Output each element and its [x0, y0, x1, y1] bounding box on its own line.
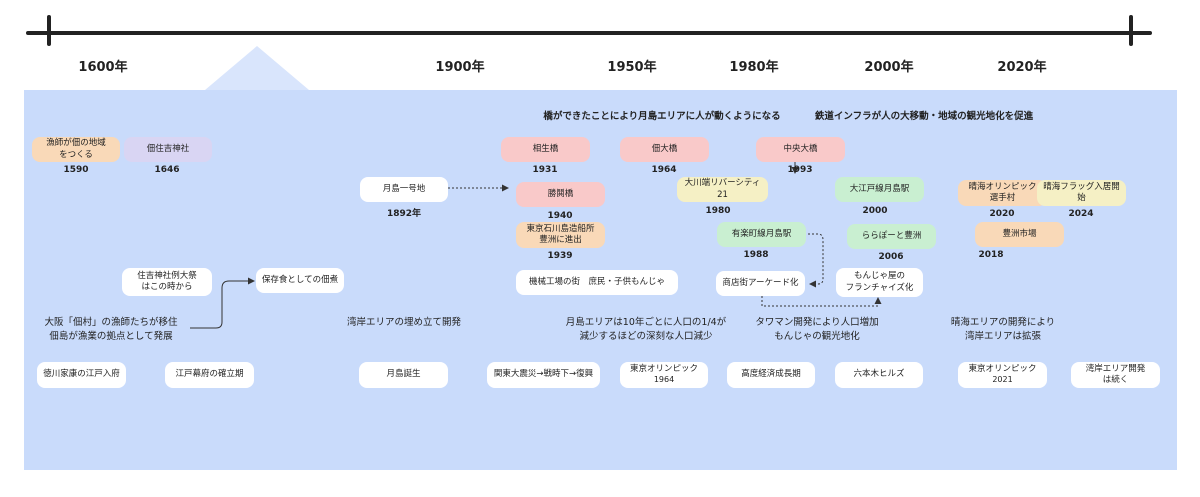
- era-tokyo-olympic-1964-year: 1964: [653, 375, 675, 385]
- event-yurakucho-line: 有楽町線月島駅: [717, 222, 806, 247]
- culture-factory-town: 機械工場の街 庶民・子供もんじゃ: [516, 270, 678, 295]
- culture-arcade: 商店街アーケード化: [716, 271, 805, 296]
- event-oedo-line: 大江戸線月島駅: [835, 177, 924, 202]
- event-kachidoki-bridge: 勝鬨橋: [516, 182, 605, 207]
- event-toyosu-market: 豊洲市場: [975, 222, 1064, 247]
- event-kachidoki-year: 1940: [547, 211, 573, 221]
- event-tsukuda-ohashi-year: 1964: [651, 165, 677, 175]
- event-chuo-ohashi-year: 1993: [787, 165, 813, 175]
- event-tsukuda-ohashi: 佃大橋: [620, 137, 709, 162]
- event-aioi-year: 1931: [532, 165, 558, 175]
- year-label-1950: 1950年: [607, 60, 657, 75]
- era-tokyo-olympic-2021-label: 東京オリンピック: [968, 363, 1037, 374]
- event-olympic-village: 晴海オリンピック 選手村: [958, 180, 1047, 206]
- event-ishikawa-year: 1939: [547, 251, 573, 261]
- year-label-1600: 1600年: [78, 60, 128, 75]
- note-landfill: 湾岸エリアの埋め立て開発: [346, 317, 462, 328]
- event-fishermen-year: 1590: [63, 165, 89, 175]
- event-shrine-year: 1646: [154, 165, 180, 175]
- era-tokyo-olympic-1964-label: 東京オリンピック: [629, 363, 698, 374]
- event-toyosu-market-year: 2018: [978, 250, 1004, 260]
- era-tokyo-olympic-2021-year: 2021: [992, 375, 1013, 385]
- event-tsukishima1-year: 1892年: [386, 209, 422, 219]
- event-lalaport-year: 2006: [878, 252, 904, 262]
- event-chuo-ohashi: 中央大橋: [756, 137, 845, 162]
- era-high-growth: 高度経済成長期: [727, 362, 815, 388]
- era-tokyo-olympic-2021: 東京オリンピック 2021: [958, 362, 1047, 388]
- event-harumi-flag: 晴海フラッグ入居開始: [1037, 180, 1126, 206]
- event-aioi-bridge: 相生橋: [501, 137, 590, 162]
- era-kanto-earthquake: 関東大震災→戦時下→復興: [487, 362, 600, 388]
- event-harumi-flag-year: 2024: [1068, 209, 1094, 219]
- event-river-city-year: 1980: [705, 206, 731, 216]
- event-lalaport: ららぽーと豊洲: [847, 224, 936, 249]
- era-tokyo-olympic-1964: 東京オリンピック 1964: [620, 362, 708, 388]
- header-bridges: 橋ができたことにより月島エリアに人が動くようになる: [543, 111, 781, 122]
- event-yurakucho-year: 1988: [743, 250, 769, 260]
- note-osaka-fishermen: 大阪「佃村」の漁師たちが移住 佃島が漁業の拠点として発展: [44, 317, 178, 342]
- culture-festival: 住吉神社例大祭 はこの時から: [122, 268, 212, 296]
- year-label-2000: 2000年: [864, 60, 914, 75]
- era-roppongi-hills: 六本木ヒルズ: [835, 362, 923, 388]
- header-rail: 鉄道インフラが人の大移動・地域の観光地化を促進: [814, 111, 1034, 122]
- era-highlight-triangle: [205, 46, 309, 90]
- era-edo-entry: 徳川家康の江戸入府: [37, 362, 126, 388]
- year-label-1980: 1980年: [729, 60, 779, 75]
- event-river-city: 大川端リバーシティ21: [677, 177, 768, 202]
- note-population-decline: 月島エリアは10年ごとに人口の1/4が 減少するほどの深刻な人口減少: [565, 317, 727, 342]
- event-oedo-year: 2000: [862, 206, 888, 216]
- culture-monja-franchise: もんじゃ屋の フランチャイズ化: [836, 268, 923, 297]
- event-fishermen: 漁師が佃の地域 をつくる: [32, 137, 120, 162]
- year-label-2020: 2020年: [997, 60, 1047, 75]
- era-edo-shogunate: 江戸幕府の確立期: [165, 362, 254, 388]
- event-shrine: 佃住吉神社: [124, 137, 212, 162]
- event-olympic-village-year: 2020: [989, 209, 1015, 219]
- era-bay-development: 湾岸エリア開発 は続く: [1071, 362, 1160, 388]
- event-tsukishima1: 月島一号地: [360, 177, 448, 202]
- era-tsukishima-birth: 月島誕生: [359, 362, 448, 388]
- culture-tsukudani: 保存食としての佃煮: [256, 268, 344, 293]
- note-tower-mansion: タワマン開発により人口増加 もんじゃの観光地化: [755, 317, 879, 342]
- note-harumi-development: 晴海エリアの開発により 湾岸エリアは拡張: [950, 317, 1056, 342]
- timeline-axis: [26, 15, 1152, 46]
- event-ishikawa-shipyard: 東京石川島造船所 豊洲に進出: [516, 222, 605, 248]
- year-label-1900: 1900年: [435, 60, 485, 75]
